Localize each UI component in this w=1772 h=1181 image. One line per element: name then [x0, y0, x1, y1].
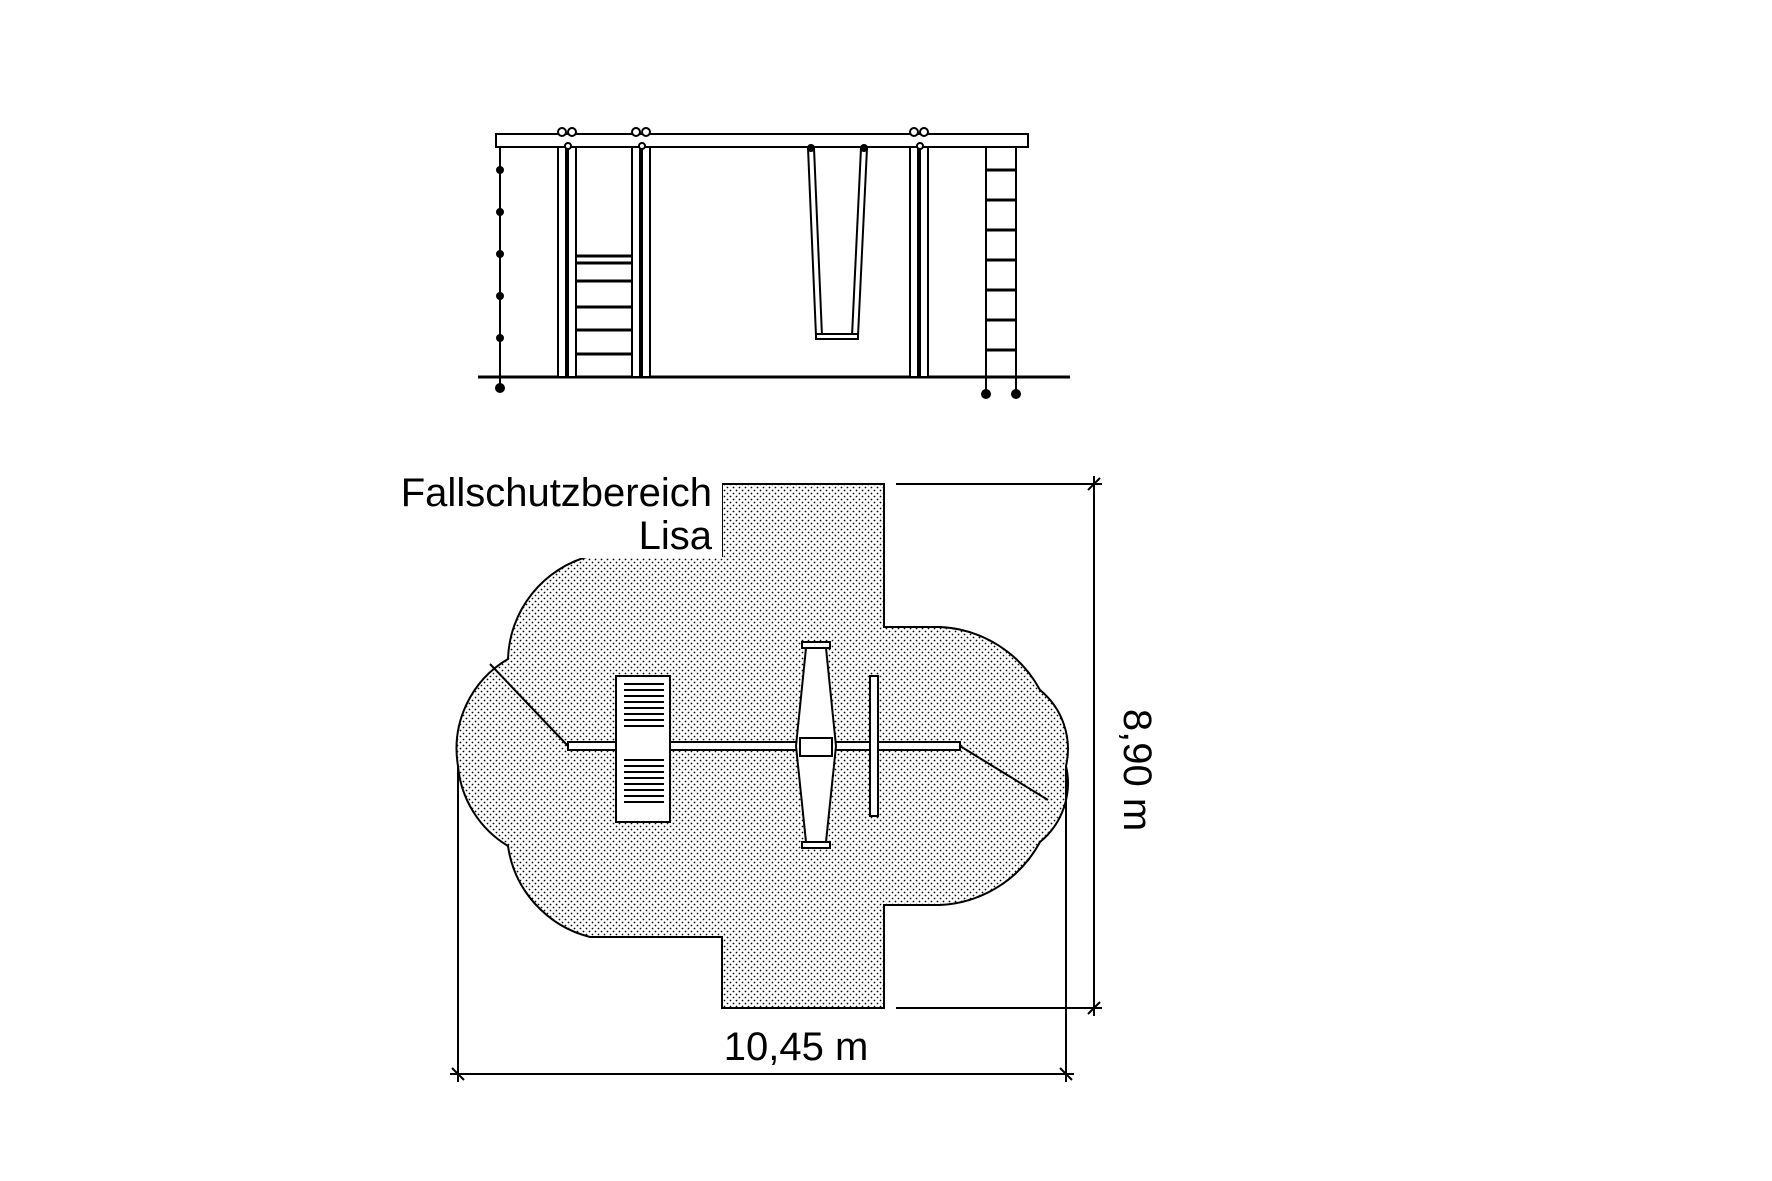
rope-ladder — [981, 147, 1021, 399]
plan-view: Fallschutzbereich Lisa 10,45 m 8,90 m — [372, 471, 1159, 1082]
plan-equipment — [489, 641, 1049, 849]
elevation-view — [478, 127, 1070, 399]
area-label-line2: Lisa — [639, 514, 713, 558]
posts — [557, 127, 929, 378]
climbing-rope — [495, 147, 505, 393]
depth-dimension-label: 8,90 m — [1115, 709, 1159, 831]
top-beam — [495, 133, 1029, 148]
inner-ladder — [576, 254, 632, 356]
area-label-line1: Fallschutzbereich — [401, 471, 712, 515]
label-backdrop — [372, 476, 722, 558]
swing — [807, 144, 868, 340]
width-dimension-label: 10,45 m — [724, 1025, 869, 1069]
dimension-lines — [450, 476, 1102, 1082]
